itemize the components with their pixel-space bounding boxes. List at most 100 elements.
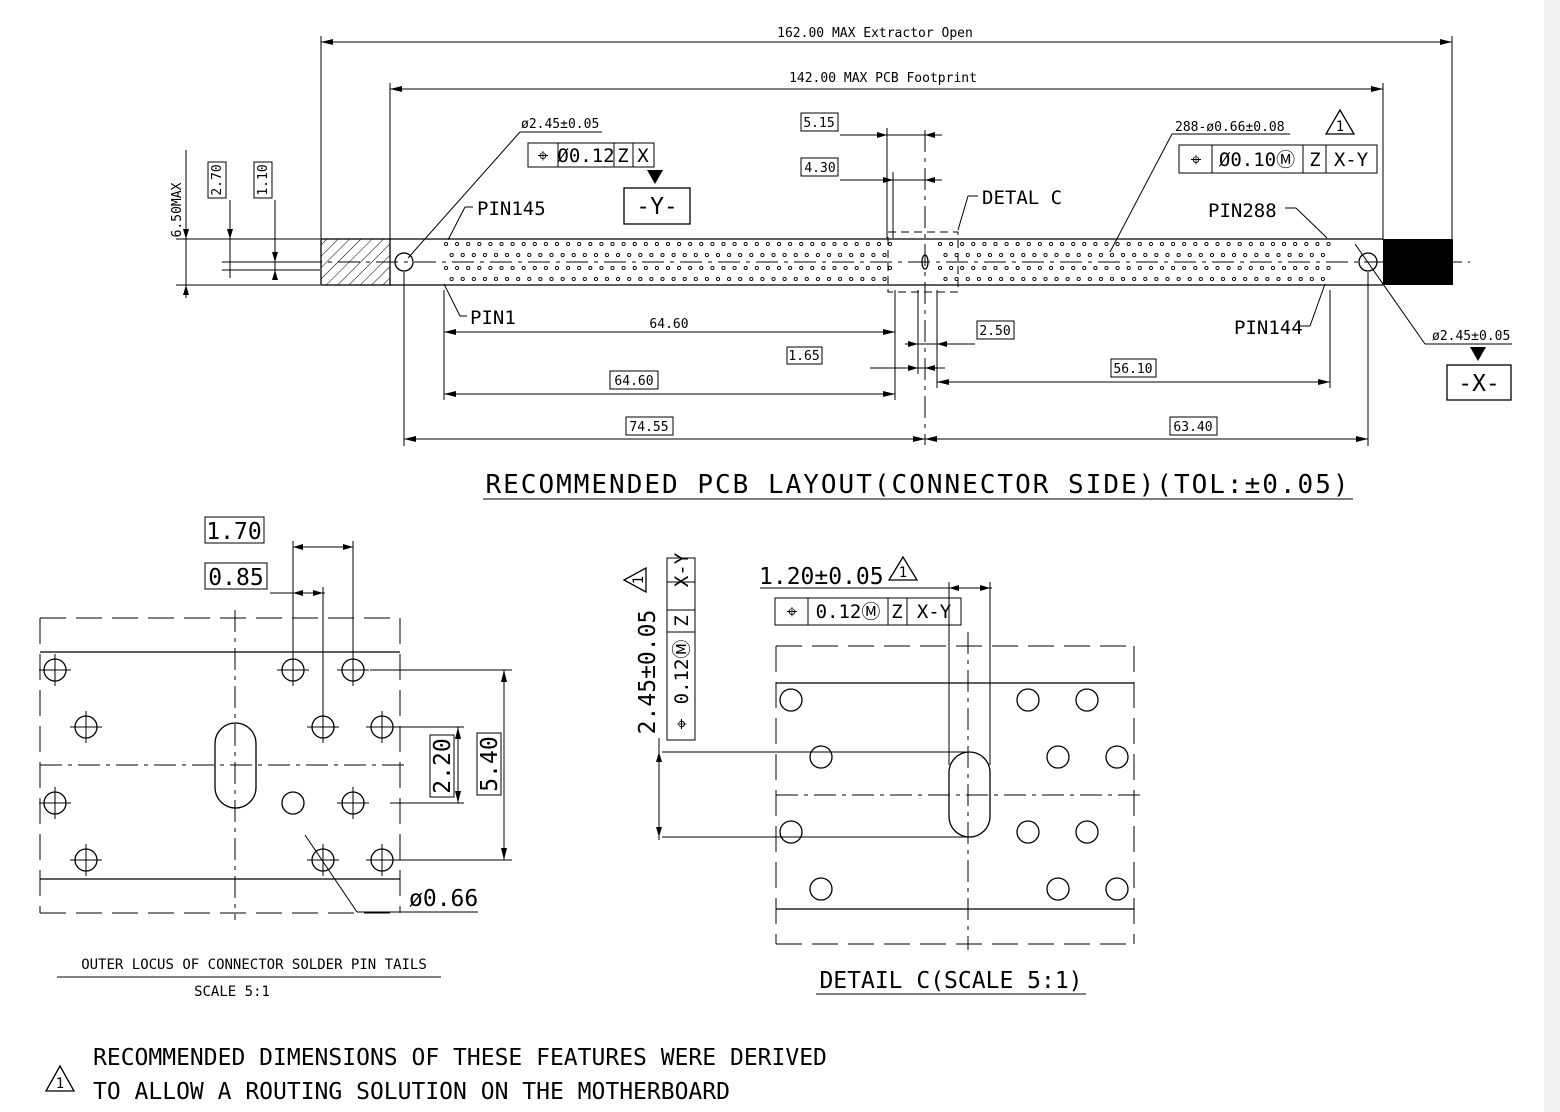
- pin-hole: [566, 241, 571, 247]
- fcf-detail-length: ⌖ 0.12Ⓜ Z X-Y: [666, 552, 696, 741]
- pin-hole: [1126, 241, 1131, 247]
- pin-hole: [799, 265, 804, 271]
- pin-hole: [776, 241, 782, 247]
- pin-hole: [793, 276, 798, 282]
- pin-hole: [588, 265, 593, 271]
- pin-hole: [627, 276, 632, 282]
- pin-hole: [1048, 241, 1054, 247]
- pin-hole: [1082, 265, 1087, 271]
- pin-hole: [1265, 252, 1270, 258]
- pin-hole: [1215, 241, 1220, 247]
- pin-hole: [1315, 265, 1320, 271]
- pin-hole: [632, 241, 637, 247]
- pin-hole: [682, 276, 687, 282]
- pin-hole: [843, 265, 848, 271]
- pin-hole: [604, 276, 610, 282]
- detail-pin-hole: [779, 688, 803, 712]
- pin-hole: [832, 265, 837, 271]
- locus-pin-hole: [281, 791, 305, 815]
- pin-hole: [543, 265, 548, 271]
- pin144-label: PIN144: [1234, 317, 1303, 339]
- pin-hole: [838, 252, 843, 258]
- pin-hole: [826, 252, 832, 258]
- pin-hole: [1187, 252, 1192, 258]
- pin-hole: [721, 265, 726, 271]
- pin-hole: [1026, 241, 1031, 247]
- pin-hole: [1010, 276, 1015, 282]
- pin-hole: [488, 241, 493, 247]
- pin-hole: [1171, 241, 1176, 247]
- pin-hole: [516, 276, 521, 282]
- datum-y: -Y-: [636, 194, 678, 220]
- pin-hole: [865, 241, 870, 247]
- dim-63-40: 63.40: [1173, 420, 1212, 435]
- pin-hole: [749, 252, 754, 258]
- tooling-hole-left: [394, 252, 414, 272]
- pin-hole: [849, 252, 854, 258]
- pin-hole: [999, 276, 1004, 282]
- pin-hole: [538, 276, 543, 282]
- pin-hole: [1060, 241, 1065, 247]
- window-edge-strip: [1544, 0, 1560, 1112]
- detail-pin-holes: [779, 688, 1129, 901]
- pin-hole: [1193, 265, 1198, 271]
- detail-pin-hole: [1016, 688, 1040, 712]
- pin-hole: [682, 252, 687, 258]
- pin-hole: [976, 276, 981, 282]
- pin-hole: [688, 241, 693, 247]
- pin-hole: [854, 241, 859, 247]
- pin-hole: [1126, 265, 1131, 271]
- pin-hole: [710, 241, 715, 247]
- pin-hole: [765, 265, 770, 271]
- dim-overall: 162.00 MAX Extractor Open: [777, 26, 973, 41]
- pins-callout: 288-ø0.66±0.08: [1175, 120, 1285, 135]
- pin-hole: [1037, 241, 1042, 247]
- pin-hole: [782, 252, 787, 258]
- pin-hole: [599, 241, 604, 247]
- pin-hole: [987, 252, 993, 258]
- pin-hole: [688, 265, 693, 271]
- pin-hole: [1182, 265, 1187, 271]
- pin-hole: [505, 252, 510, 258]
- pin-hole: [1071, 265, 1076, 271]
- pin1-label: PIN1: [470, 307, 516, 329]
- pin-hole: [1176, 252, 1181, 258]
- detail-c-title: DETAIL C(SCALE 5:1): [819, 968, 1082, 994]
- pin-hole: [1032, 276, 1037, 282]
- pin-hole: [1248, 241, 1253, 247]
- pin-hole: [493, 276, 499, 282]
- pin-hole: [1298, 276, 1303, 282]
- revision-triangle-length: 1: [622, 566, 647, 594]
- pin-hole: [1287, 276, 1292, 282]
- pin-hole: [543, 241, 548, 247]
- pin-hole: [1243, 252, 1248, 258]
- pin-hole: [1320, 276, 1325, 282]
- pin-hole: [1187, 276, 1192, 282]
- pin288-label: PIN288: [1208, 200, 1277, 222]
- pin-hole: [1309, 252, 1314, 258]
- pin-hole: [1226, 265, 1231, 271]
- detail-pin-hole: [809, 745, 833, 769]
- pin-hole: [1148, 265, 1153, 271]
- pin-hole: [1154, 252, 1159, 258]
- pin-hole: [1326, 241, 1331, 247]
- hole-right-callout: ø2.45±0.05: [1432, 329, 1510, 344]
- pin-hole: [493, 252, 499, 258]
- pin-hole: [960, 241, 965, 247]
- detail-pin-hole: [809, 877, 833, 901]
- svg-text:⌖: ⌖: [1191, 149, 1202, 171]
- pin-hole: [876, 265, 881, 271]
- pin-hole: [1060, 265, 1065, 271]
- pin-hole: [871, 276, 876, 282]
- pin-hole: [621, 265, 626, 271]
- detail-dim-length: 2.45±0.05: [635, 610, 661, 735]
- pin-hole: [510, 265, 515, 271]
- svg-text:0.12Ⓜ: 0.12Ⓜ: [671, 640, 693, 705]
- pin-hole: [810, 265, 815, 271]
- pin-hole: [943, 252, 948, 258]
- detail-pin-hole: [1105, 877, 1129, 901]
- pin-hole: [588, 241, 593, 247]
- pin-hole: [1259, 265, 1264, 271]
- pin-hole: [821, 241, 826, 247]
